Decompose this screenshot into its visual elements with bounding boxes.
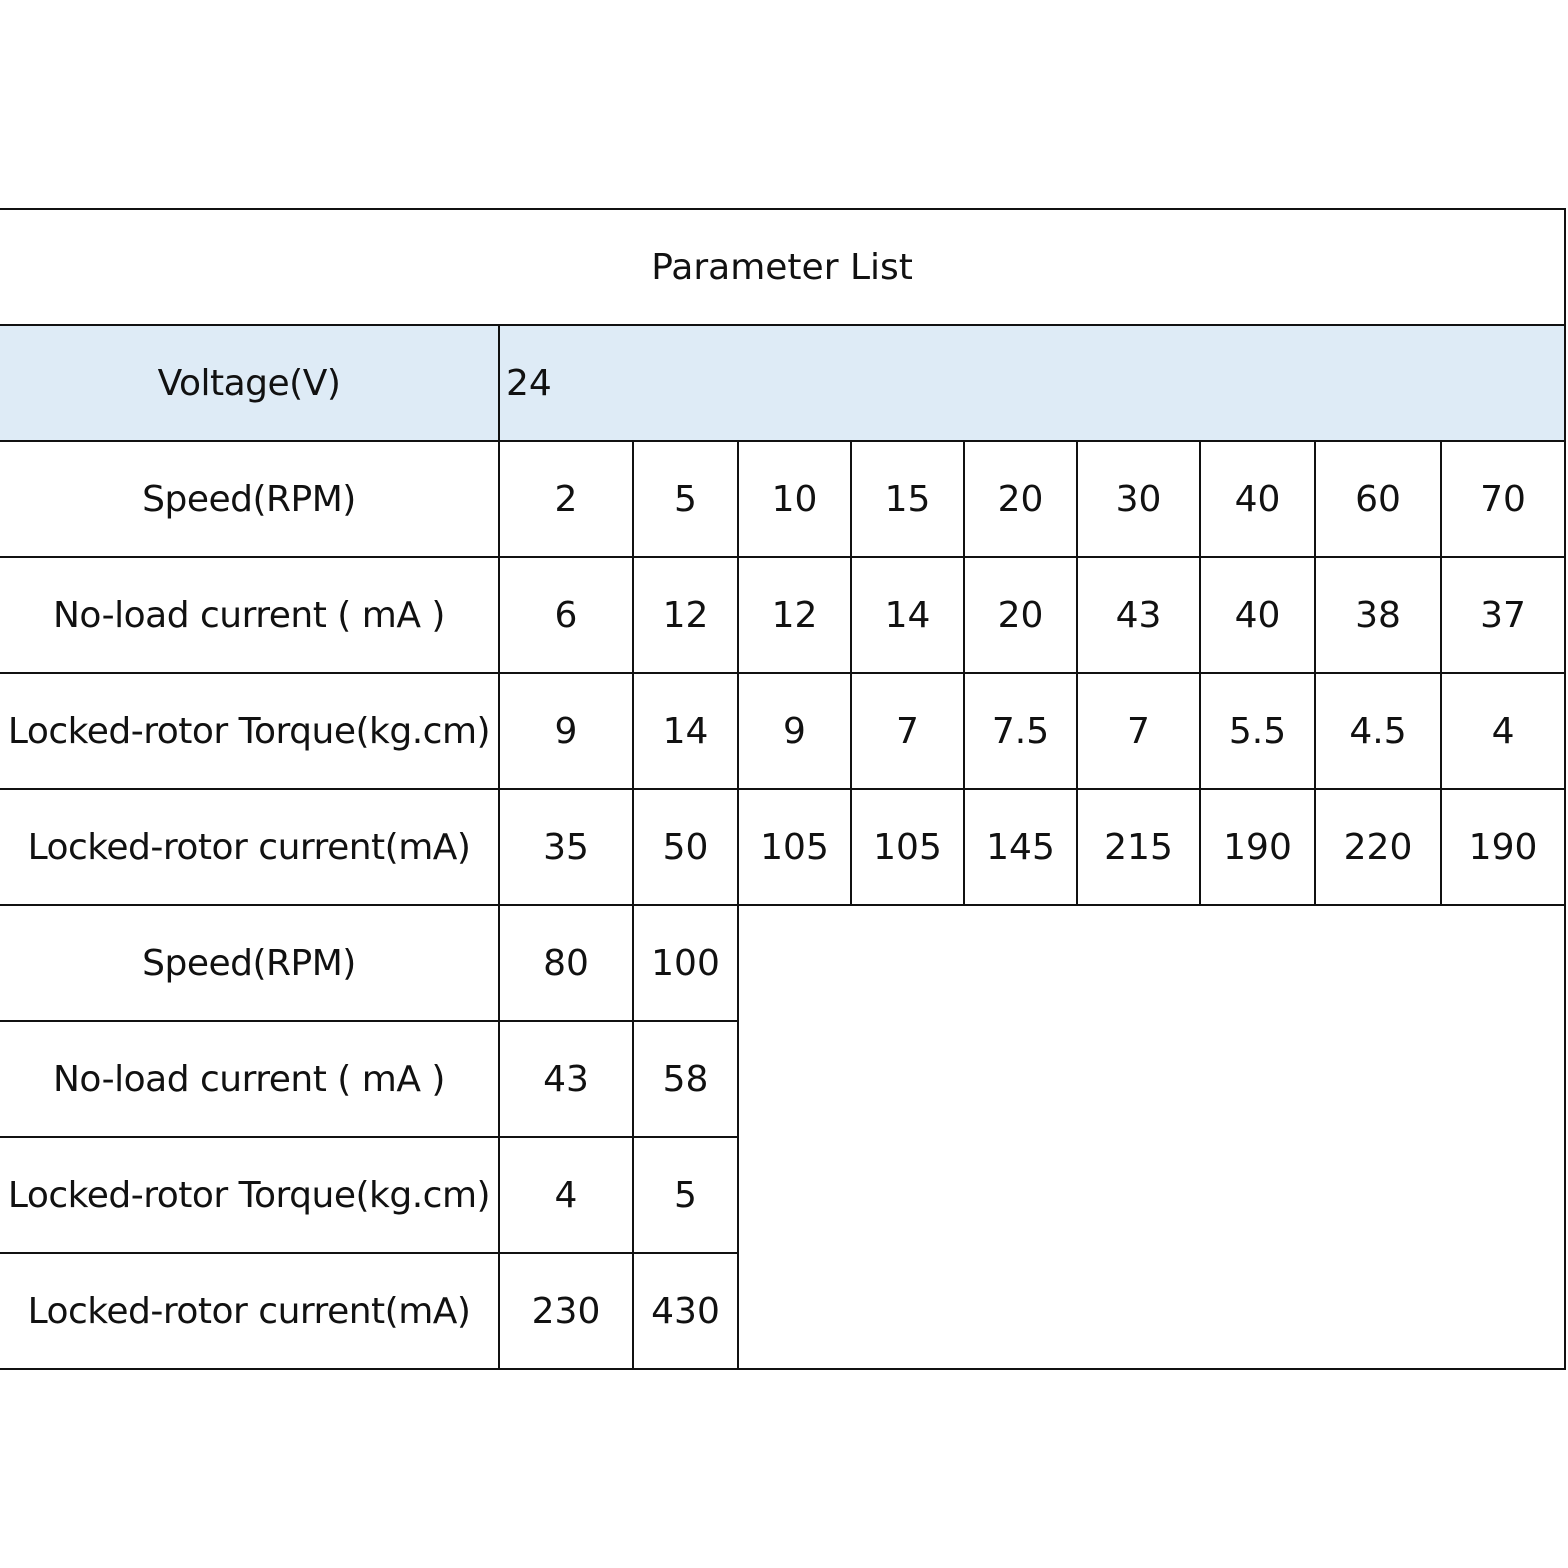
value-cell: 12: [632, 556, 739, 674]
value-cell: 10: [737, 440, 852, 558]
value-cell: 145: [963, 788, 1078, 906]
row-label: No-load current ( mA ): [0, 1020, 500, 1138]
value-cell: 215: [1076, 788, 1201, 906]
value-cell: 30: [1076, 440, 1201, 558]
value-cell: 5: [632, 1136, 739, 1254]
value-cell: 9: [737, 672, 852, 790]
value-cell: 14: [632, 672, 739, 790]
row-label: Speed(RPM): [0, 440, 500, 558]
value-cell: 58: [632, 1020, 739, 1138]
value-cell: 43: [498, 1020, 634, 1138]
value-cell: 430: [632, 1252, 739, 1370]
row-label: Speed(RPM): [0, 904, 500, 1022]
value-cell: 15: [850, 440, 965, 558]
value-cell: 5: [632, 440, 739, 558]
value-cell: 40: [1199, 440, 1316, 558]
value-cell: 35: [498, 788, 634, 906]
value-cell: 60: [1314, 440, 1442, 558]
value-cell: 7: [1076, 672, 1201, 790]
value-cell: 80: [498, 904, 634, 1022]
empty-area: [736, 904, 1567, 1370]
title-row: Parameter List: [0, 208, 1567, 326]
value-cell: 190: [1199, 788, 1316, 906]
row-label: No-load current ( mA ): [0, 556, 500, 674]
value-cell: 6: [498, 556, 634, 674]
value-cell: 70: [1439, 440, 1567, 558]
value-cell: 40: [1199, 556, 1316, 674]
value-cell: 105: [850, 788, 965, 906]
value-cell: 38: [1314, 556, 1442, 674]
value-cell: 5.5: [1199, 672, 1316, 790]
value-cell: 9: [498, 672, 634, 790]
row-label: Locked-rotor current(mA): [0, 788, 500, 906]
row-label: Locked-rotor Torque(kg.cm): [0, 1136, 500, 1254]
value-cell: 105: [737, 788, 852, 906]
value-cell: 4.5: [1314, 672, 1442, 790]
row-label: Locked-rotor current(mA): [0, 1252, 500, 1370]
table-title: Parameter List: [0, 208, 1567, 326]
row-label: Locked-rotor Torque(kg.cm): [0, 672, 500, 790]
value-cell: 14: [850, 556, 965, 674]
value-cell: 4: [1439, 672, 1567, 790]
voltage-row: Voltage(V) 24: [0, 324, 1567, 442]
value-cell: 7.5: [963, 672, 1078, 790]
voltage-label: Voltage(V): [0, 324, 500, 442]
value-cell: 7: [850, 672, 965, 790]
value-cell: 20: [963, 440, 1078, 558]
value-cell: 20: [963, 556, 1078, 674]
value-cell: 220: [1314, 788, 1442, 906]
value-cell: 190: [1439, 788, 1567, 906]
value-cell: 12: [737, 556, 852, 674]
value-cell: 230: [498, 1252, 634, 1370]
value-cell: 50: [632, 788, 739, 906]
value-cell: 2: [498, 440, 634, 558]
voltage-value: 24: [497, 324, 1567, 442]
value-cell: 4: [498, 1136, 634, 1254]
parameter-table: Parameter List Voltage(V) 24 Speed(RPM)2…: [0, 208, 1567, 1370]
value-cell: 37: [1439, 556, 1567, 674]
value-cell: 43: [1076, 556, 1201, 674]
value-cell: 100: [632, 904, 739, 1022]
